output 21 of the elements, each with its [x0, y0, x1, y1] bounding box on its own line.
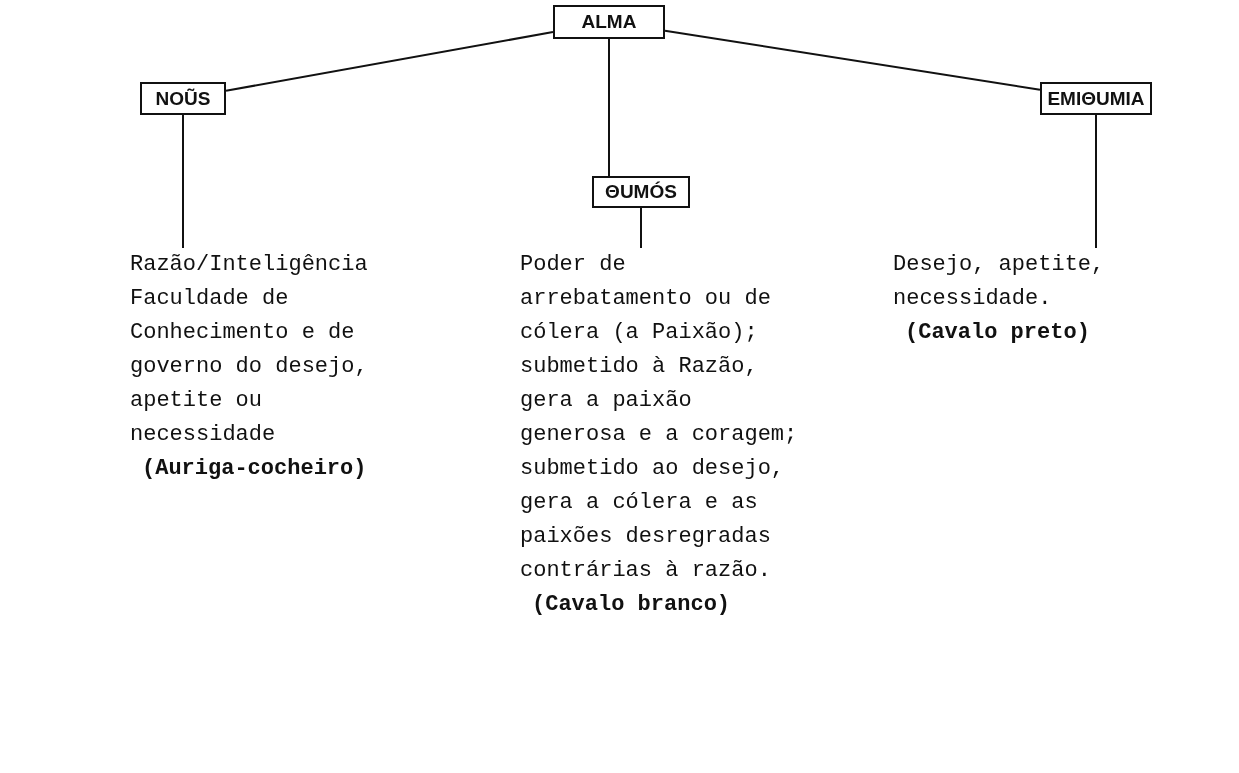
connector-line	[664, 29, 1041, 91]
label-box	[553, 5, 665, 39]
box-label: EMIΘUMIA	[1047, 87, 1145, 110]
label-box	[1040, 82, 1152, 115]
note-text: (Auriga-cocheiro)	[141, 455, 368, 483]
note-text: (Cavalo preto)	[904, 319, 1091, 347]
connector-line	[225, 31, 554, 92]
note-text: (Cavalo branco)	[531, 591, 732, 619]
connector-line	[1095, 114, 1097, 249]
box-label: ΘUMÓS	[605, 181, 677, 203]
box-label: NOŨS	[155, 87, 211, 110]
description-text: Desejo, apetite, necessidade.	[893, 251, 1106, 313]
box-label: ALMA	[581, 11, 637, 33]
label-box	[592, 176, 690, 208]
description-text: Razão/Inteligência	[130, 251, 369, 279]
connector-line	[640, 207, 642, 249]
connector-line	[608, 38, 610, 177]
description-text: Faculdade de Conhecimento e de governo do desejo, apetite ou necessidade	[130, 285, 369, 449]
description-text: Poder de arrebatamento ou de cólera (a Paixão); submetido à Razão, gera a paixão generosa e a coragem; submetido ao desejo, gera a cólera e as paixões desregradas contrárias à razão.	[520, 251, 799, 585]
label-box	[140, 82, 226, 115]
connector-line	[182, 114, 184, 249]
